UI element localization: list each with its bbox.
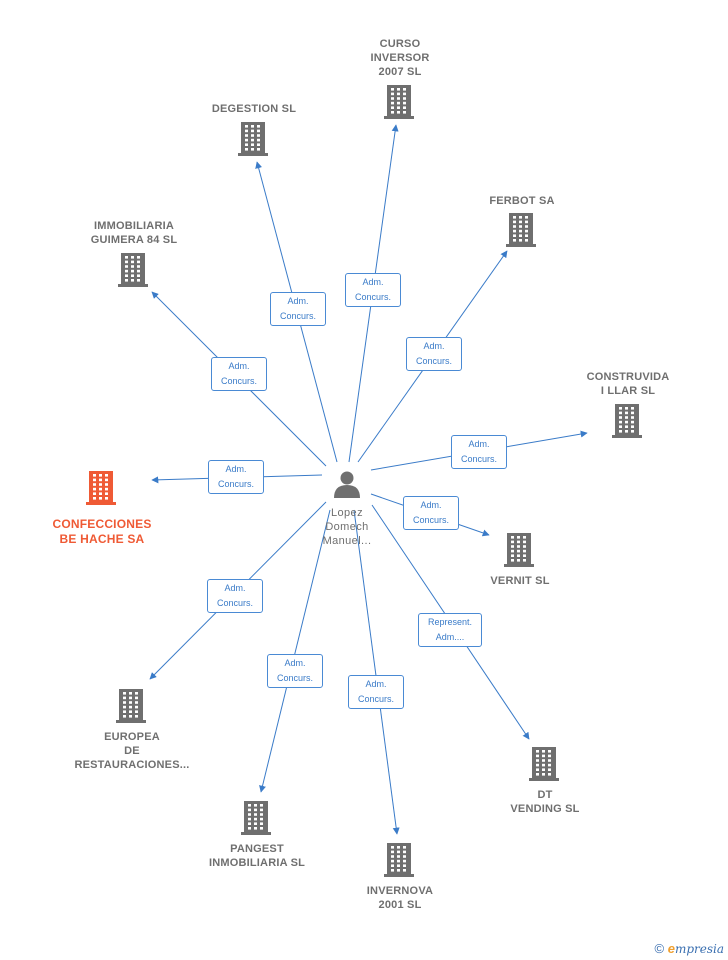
brand-initial: e: [667, 941, 675, 956]
relation-label-invernova[interactable]: Adm. Concurs.: [348, 675, 404, 709]
building-icon-construvida[interactable]: [612, 404, 642, 438]
relation-edge-pangest: [259, 509, 331, 793]
relation-label-vernit[interactable]: Adm. Concurs.: [403, 496, 459, 530]
company-name-vernit[interactable]: VERNIT SL: [490, 575, 550, 587]
building-icon-invernova[interactable]: [384, 843, 414, 877]
company-name-dtvending[interactable]: DT VENDING SL: [510, 789, 580, 815]
relation-edge-invernova: [353, 509, 400, 835]
building-icon-immobiliaria[interactable]: [118, 253, 148, 287]
relation-label-degestion[interactable]: Adm. Concurs.: [270, 292, 326, 326]
relation-label-europea[interactable]: Adm. Concurs.: [207, 579, 263, 613]
nodes-layer: [86, 85, 642, 877]
relation-label-construvida[interactable]: Adm. Concurs.: [451, 435, 507, 469]
relation-label-immobiliaria[interactable]: Adm. Concurs.: [211, 357, 267, 391]
building-icon-dtvending[interactable]: [529, 747, 559, 781]
building-icon-degestion[interactable]: [238, 122, 268, 156]
company-name-construvida[interactable]: CONSTRUVIDA I LLAR SL: [586, 371, 670, 397]
person-icon[interactable]: [334, 471, 360, 499]
company-name-curso[interactable]: CURSO INVERSOR 2007 SL: [370, 38, 430, 78]
brand-footer[interactable]: © empresia: [654, 941, 724, 956]
company-name-ferbot[interactable]: FERBOT SA: [489, 195, 555, 207]
relation-label-pangest[interactable]: Adm. Concurs.: [267, 654, 323, 688]
building-icon-europea[interactable]: [116, 689, 146, 723]
building-icon-confecciones[interactable]: [86, 471, 116, 505]
building-icon-ferbot[interactable]: [506, 213, 536, 247]
building-icon-curso[interactable]: [384, 85, 414, 119]
company-name-confecciones[interactable]: CONFECCIONES BE HACHE SA: [52, 517, 152, 546]
company-name-pangest[interactable]: PANGEST INMOBILIARIA SL: [208, 843, 306, 869]
company-name-europea[interactable]: EUROPEA DE RESTAURACIONES...: [74, 731, 190, 771]
company-name-degestion[interactable]: DEGESTION SL: [211, 103, 297, 115]
building-icon-vernit[interactable]: [504, 533, 534, 567]
building-icon-pangest[interactable]: [241, 801, 271, 835]
copyright-symbol: ©: [654, 941, 665, 956]
brand-name: mpresia: [674, 942, 724, 956]
relation-label-ferbot[interactable]: Adm. Concurs.: [406, 337, 462, 371]
relation-label-curso[interactable]: Adm. Concurs.: [345, 273, 401, 307]
company-name-invernova[interactable]: INVERNOVA 2001 SL: [366, 885, 434, 911]
company-name-immobiliaria[interactable]: IMMOBILIARIA GUIMERA 84 SL: [90, 220, 178, 246]
relation-label-dtvending[interactable]: Represent. Adm....: [418, 613, 482, 647]
relation-label-confecciones[interactable]: Adm. Concurs.: [208, 460, 264, 494]
person-name[interactable]: Lopez Domech Manuel...: [322, 507, 372, 547]
